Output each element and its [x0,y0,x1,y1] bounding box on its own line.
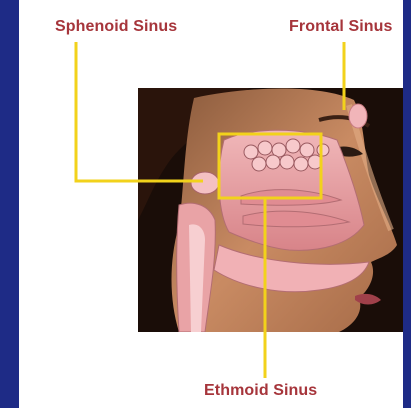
diagram-panel: Sphenoid Sinus Frontal Sinus Ethmoid Sin… [19,0,403,408]
head-illustration [138,88,403,332]
ethmoid-sinus-label: Ethmoid Sinus [204,382,317,400]
sphenoid-sinus-label: Sphenoid Sinus [55,18,177,36]
frontal-sinus-label: Frontal Sinus [289,18,393,36]
sinus-illustration [19,0,403,408]
